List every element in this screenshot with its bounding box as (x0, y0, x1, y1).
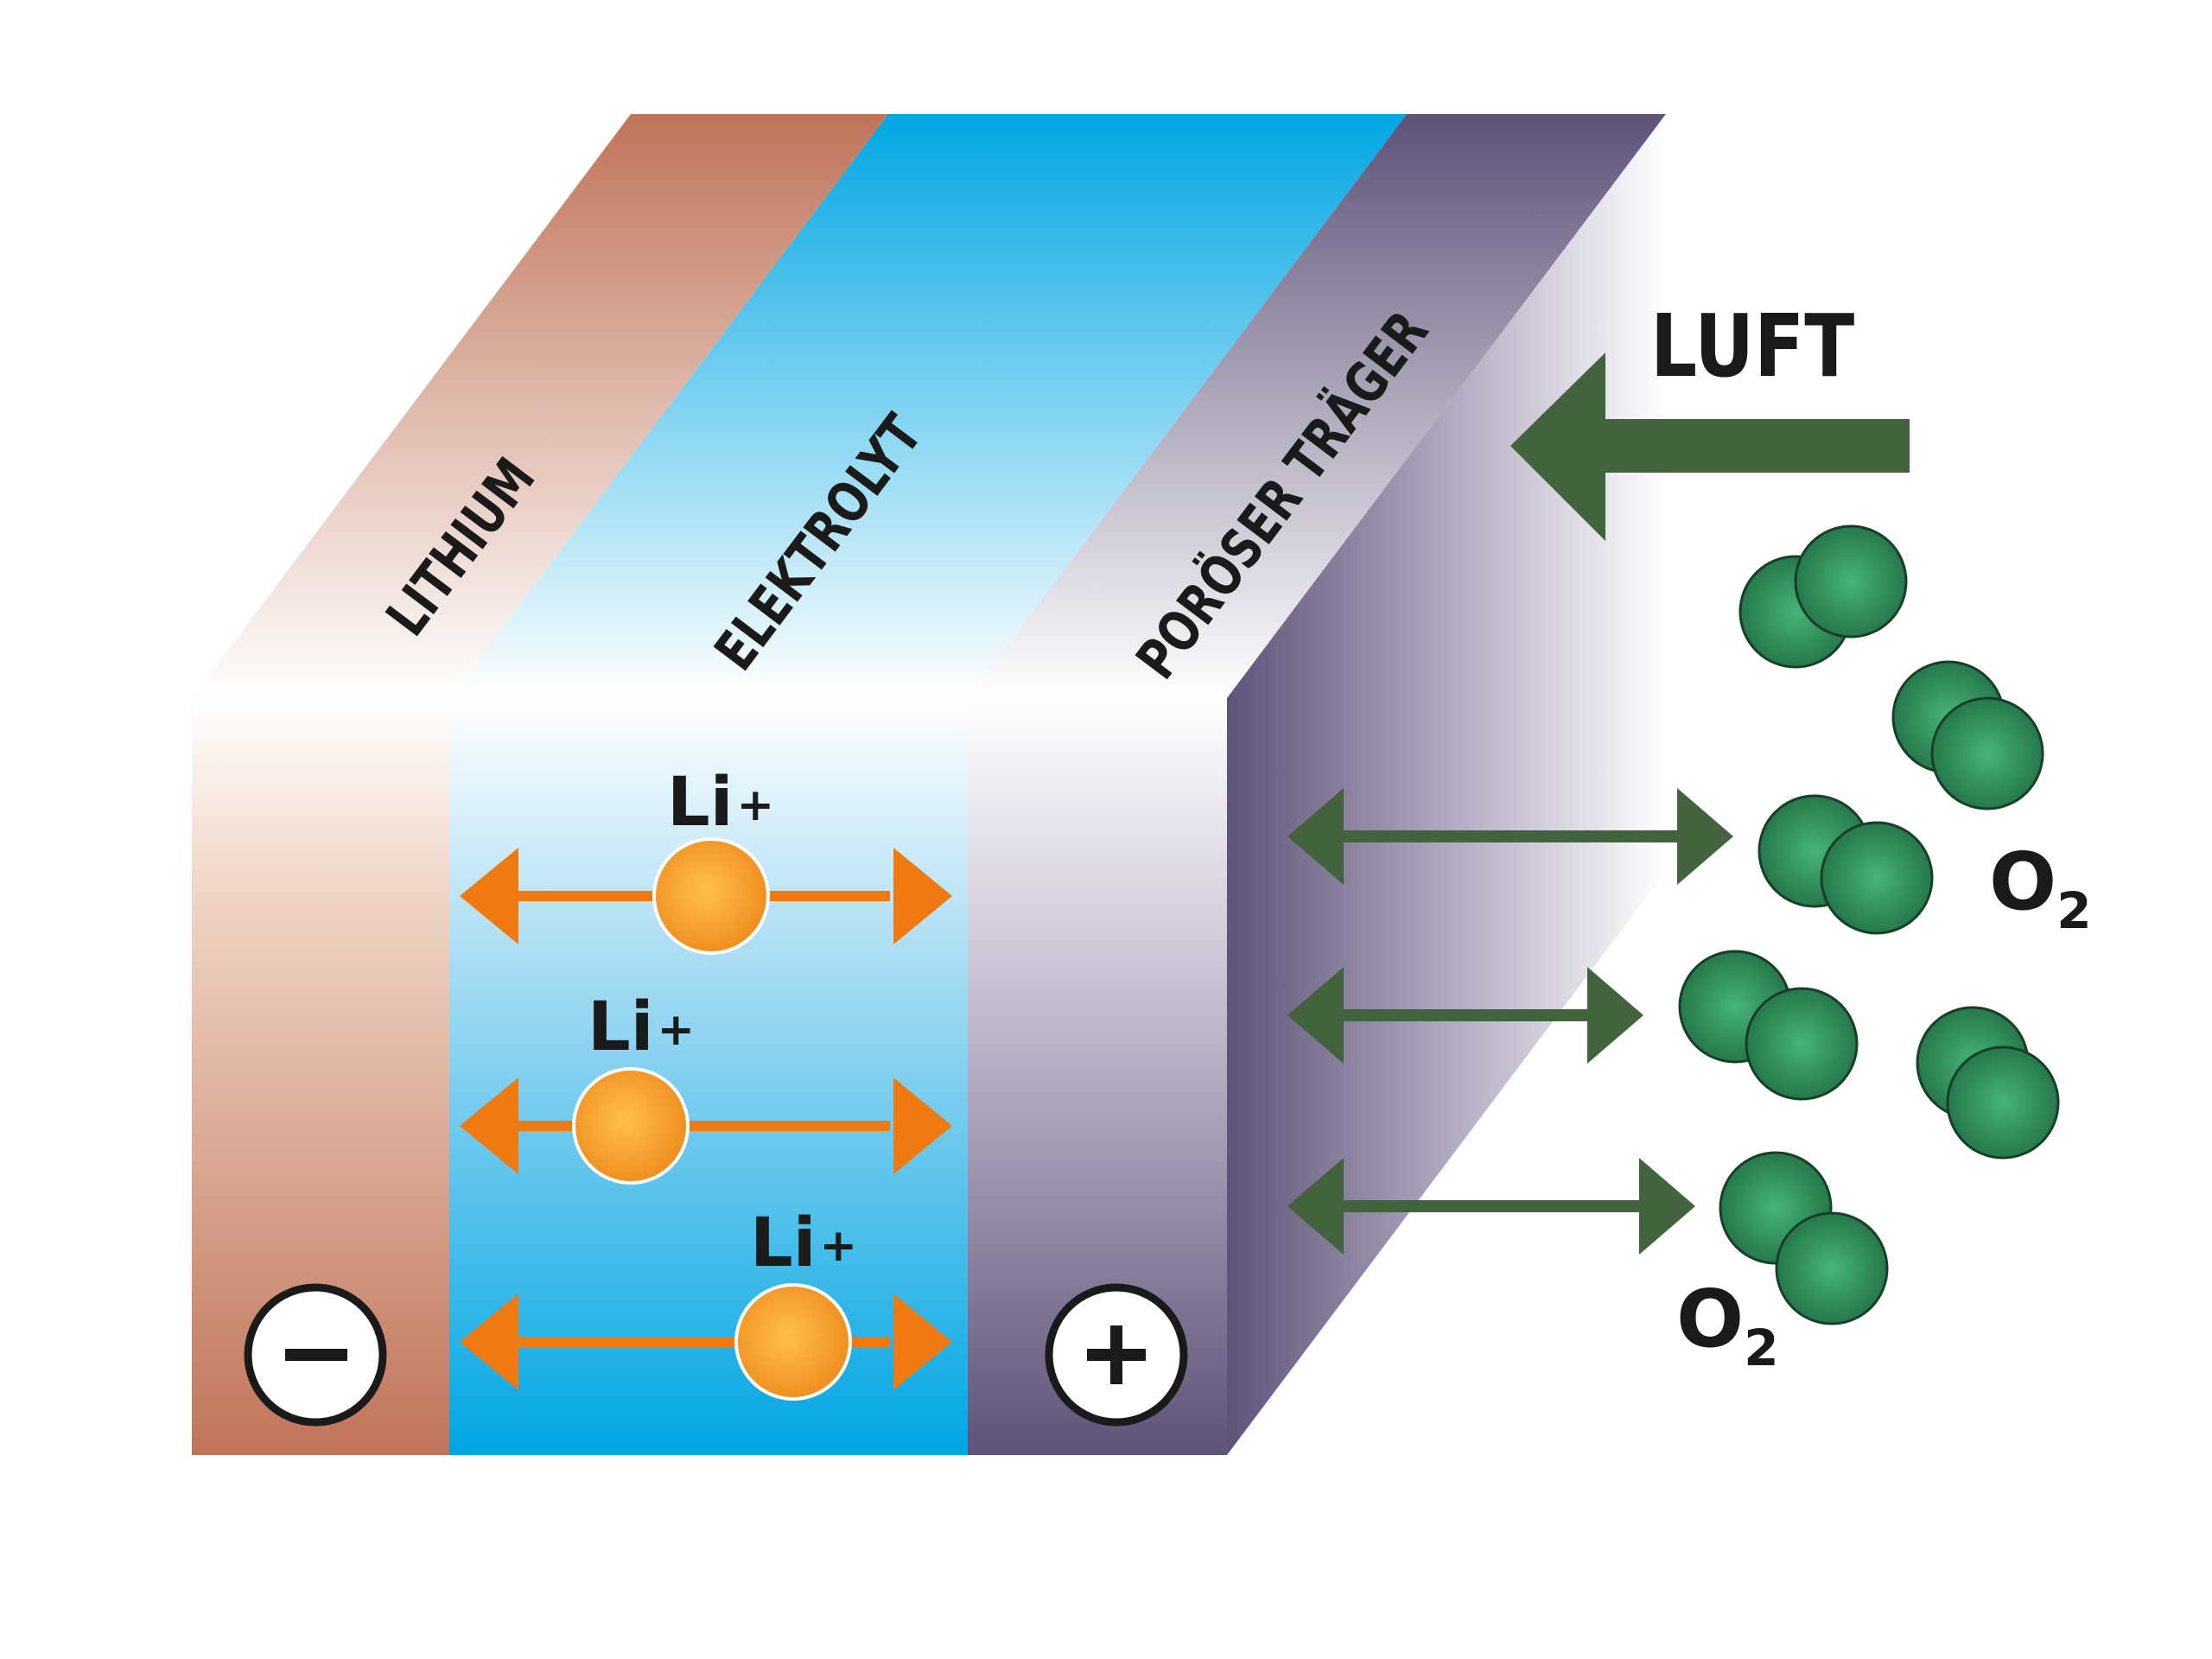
oxygen-arrow-3 (1287, 1158, 1695, 1255)
minus-sign-icon (285, 1349, 347, 1361)
ion-label-3: Li+ (750, 1205, 857, 1282)
oxygen-label-2: O2 (1676, 1273, 1779, 1377)
air-label: LUFT (1650, 296, 1854, 396)
oxygen-arrow-1 (1287, 788, 1733, 885)
electrolyte-layer (449, 698, 968, 1455)
lithium-ion-2 (572, 1067, 690, 1185)
lithium-ion-1 (652, 837, 770, 955)
air-inflow-arrow (1510, 353, 1910, 541)
lithium-ion-3 (734, 1283, 852, 1401)
oxygen-molecule-6 (1719, 1151, 1889, 1325)
oxygen-molecule-2 (1891, 660, 2044, 810)
ion-label-1: Li+ (667, 764, 774, 842)
oxygen-molecule-3 (1758, 794, 1934, 935)
oxygen-molecule-5 (1916, 1006, 2060, 1160)
ion-label-2: Li+ (588, 988, 695, 1066)
oxygen-arrow-2 (1287, 967, 1643, 1064)
lithium-top-face (192, 114, 888, 698)
negative-terminal (244, 1283, 387, 1427)
ion-arrow-1 (460, 848, 952, 944)
carrier-top-face (968, 114, 1666, 698)
oxygen-molecule-4 (1678, 950, 1859, 1101)
oxygen-label-1: O2 (1989, 836, 2092, 940)
electrolyte-top-face (449, 114, 1407, 698)
positive-terminal (1045, 1283, 1188, 1427)
oxygen-molecule-1 (1738, 524, 1908, 669)
